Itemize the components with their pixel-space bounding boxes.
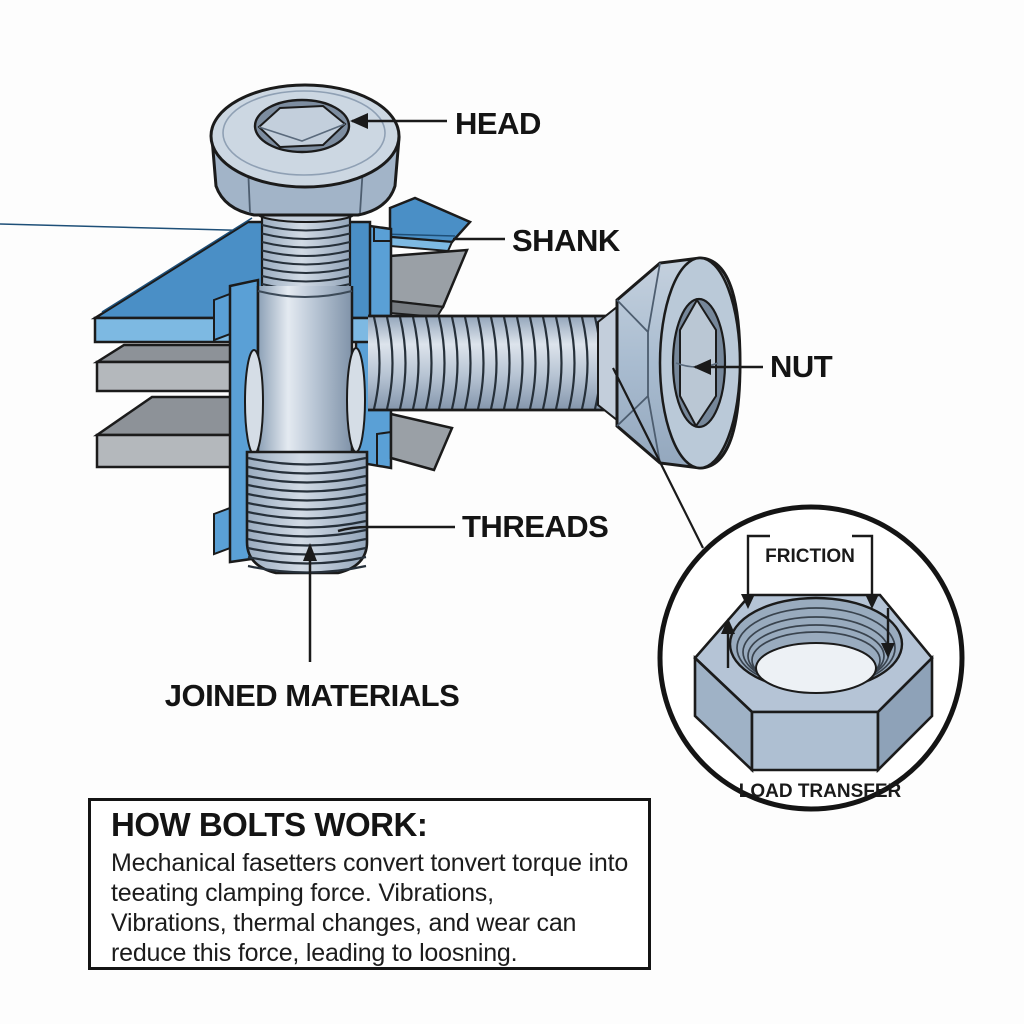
vertical-bolt-shank [258,286,352,454]
info-box-line: teeating clamping force. Vibrations, [111,879,494,907]
info-box: HOW BOLTS WORK: Mechanical fasetters con… [88,798,651,970]
horizontal-bolt [368,300,623,427]
callouts [303,113,763,662]
gray-plate-right-wedge [388,248,469,309]
horizontal-bolt-body [368,316,606,410]
nut-label: NUT [770,349,833,384]
friction-bracket-left [746,534,770,595]
vertical-bolt [209,83,401,575]
friction-label: FRICTION [765,546,855,567]
gray-plate-lower-right [389,412,454,472]
bolt-head [209,83,401,217]
friction-annotation [721,534,895,668]
info-box-line: reduce this force, leading to loosning. [111,939,518,967]
load-transfer-label: LOAD TRANSFER [739,781,902,802]
nut-arrowhead [693,359,711,375]
inset-nut-right-face [876,654,934,774]
load-down-arrowhead [881,643,895,658]
shank-label: SHANK [512,223,621,258]
threads-label: THREADS [462,509,608,544]
info-box-line: Mechanical fasetters convert tonvert tor… [111,849,629,877]
nut-socket-hex [679,298,717,428]
head-arrowhead [350,113,368,129]
friction-bracket-right [852,534,874,595]
head-label: HEAD [455,106,541,141]
friction-arrowhead-left [741,594,755,609]
nut [615,256,742,470]
joined-materials-label: JOINED MATERIALS [165,678,460,713]
load-up-arrowhead [721,618,735,634]
info-box-title: HOW BOLTS WORK: [111,806,428,843]
joined-materials-arrowhead [303,543,317,561]
friction-arrowhead-right [865,594,879,609]
inset-leader-line [612,367,704,549]
threads-leader-line [337,525,455,533]
inset-nut [693,593,934,774]
inset-detail: FRICTION LOAD TRANSFER [657,504,965,812]
inset-nut-bore [755,642,877,694]
inset-nut-front-face [750,710,880,772]
shank-hole-bulge-left [244,349,264,455]
shank-hole-bulge-right [346,347,366,453]
info-box-line: Vibrations, thermal changes, and wear ca… [111,909,577,937]
